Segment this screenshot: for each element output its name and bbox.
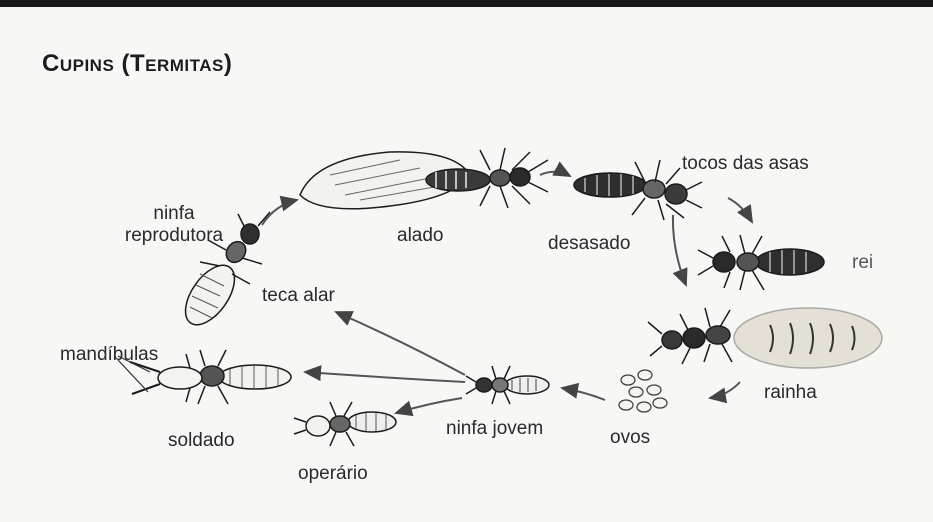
arrow-ninfa-jovem-to-teca xyxy=(336,312,465,375)
label-desasado: desasado xyxy=(548,233,630,255)
arrow-ninfa-jovem-to-soldado xyxy=(305,372,465,382)
label-alado: alado xyxy=(397,225,444,247)
label-operario: operário xyxy=(298,463,368,485)
arrow-desasado-to-rainha xyxy=(673,215,686,285)
label-ovos: ovos xyxy=(610,427,650,449)
arrow-desasado-to-rei xyxy=(728,198,752,222)
alado-termite xyxy=(300,148,548,209)
label-rainha: rainha xyxy=(764,382,817,404)
operario-termite xyxy=(294,402,396,446)
rei-termite xyxy=(698,235,824,290)
arrow-ninfa-jovem-to-operario xyxy=(396,398,462,413)
label-ninfa-jovem: ninfa jovem xyxy=(446,418,543,440)
label-rei: rei xyxy=(852,252,873,274)
arrow-ninfa-to-alado xyxy=(262,200,297,225)
ovos-eggs xyxy=(619,370,667,412)
label-ninfa-reprodutora: ninfa reprodutora xyxy=(114,203,234,247)
label-ninfa-reprodutora-line2: reprodutora xyxy=(114,225,234,247)
arrow-alado-to-desasado xyxy=(540,172,570,176)
label-mandibulas: mandíbulas xyxy=(60,344,158,366)
label-teca-alar: teca alar xyxy=(262,285,335,307)
label-soldado: soldado xyxy=(168,430,235,452)
ninfa-jovem-termite xyxy=(466,366,549,404)
label-tocos-das-asas: tocos das asas xyxy=(682,153,809,175)
arrow-ovos-to-ninfa-jovem xyxy=(562,388,605,400)
label-ninfa-reprodutora-line1: ninfa xyxy=(114,203,234,225)
arrow-rainha-to-ovos xyxy=(710,382,740,398)
rainha-termite xyxy=(648,308,882,368)
